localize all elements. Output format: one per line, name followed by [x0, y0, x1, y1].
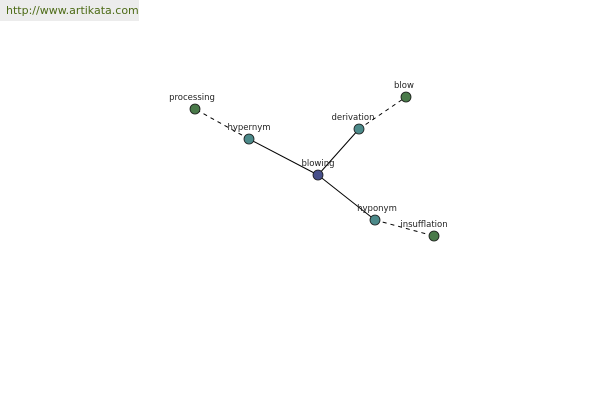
edge-blowing-hypernym — [248, 138, 319, 176]
edge-hypernym-processing — [194, 108, 250, 140]
node-label-hyponym: hyponym — [357, 204, 397, 214]
node-blow[interactable]: blow — [394, 81, 414, 103]
node-marker-derivation[interactable] — [353, 123, 365, 135]
node-label-processing: processing — [169, 93, 215, 103]
site-watermark[interactable]: http://www.artikata.com — [0, 0, 139, 21]
node-hypernym[interactable]: hypernym — [227, 123, 271, 145]
node-label-blow: blow — [394, 81, 414, 91]
node-marker-processing[interactable] — [189, 103, 201, 115]
nodes-layer: blowing hypernym processing derivation blow h… — [169, 81, 448, 242]
node-derivation[interactable]: derivation — [331, 113, 375, 135]
edge-blowing-derivation — [317, 128, 360, 176]
node-blowing[interactable]: blowing — [301, 159, 335, 181]
node-marker-insufflation[interactable] — [428, 230, 440, 242]
node-marker-blow[interactable] — [400, 91, 412, 103]
edge-hyponym-insufflation — [374, 219, 435, 237]
edge-blowing-hyponym — [317, 174, 376, 221]
node-marker-hypernym[interactable] — [243, 133, 255, 145]
node-marker-blowing[interactable] — [312, 169, 324, 181]
node-label-insufflation: insufflation — [400, 220, 447, 230]
node-insufflation[interactable]: insufflation — [400, 220, 448, 242]
node-label-hypernym: hypernym — [227, 123, 270, 133]
node-label-derivation: derivation — [331, 113, 374, 123]
edge-derivation-blow — [358, 96, 407, 130]
node-processing[interactable]: processing — [169, 93, 215, 115]
node-marker-hyponym[interactable] — [369, 214, 381, 226]
node-label-blowing: blowing — [301, 159, 334, 169]
node-hyponym[interactable]: hyponym — [357, 204, 397, 226]
edges-layer — [194, 96, 435, 237]
